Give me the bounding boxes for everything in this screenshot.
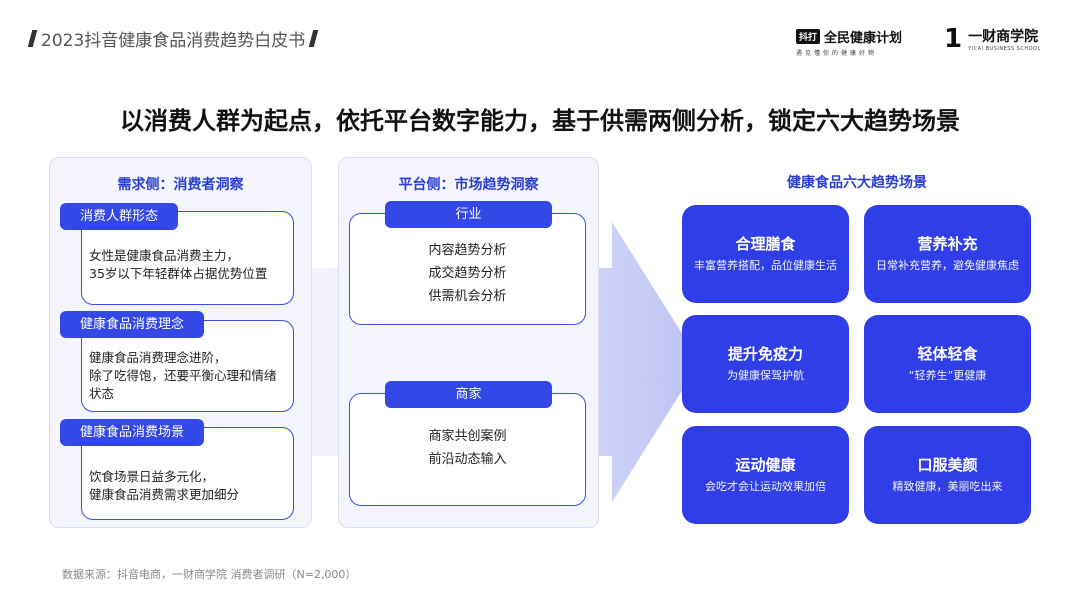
scenario-tile-balanced-diet: 合理膳食 丰富营养搭配，品位健康生活 bbox=[682, 205, 849, 303]
page-title: 以消费人群为起点，依托平台数字能力，基于供需两侧分析，锁定六大趋势场景 bbox=[120, 107, 960, 135]
industry-item: 供需机会分析 bbox=[428, 289, 507, 304]
scenario-tile-oral-beauty: 口服美颜 精致健康，美丽吃出来 bbox=[864, 426, 1031, 524]
platform-side-title: 平台侧：市场趋势洞察 bbox=[398, 177, 539, 193]
consumption-concept-tag: 健康食品消费理念 bbox=[60, 311, 205, 338]
merchant-item: 前沿动态输入 bbox=[428, 452, 507, 467]
consumption-scene-text: 饮食场景日益多元化， 健康食品消费需求更加细分 bbox=[89, 468, 239, 504]
scenario-desc: 精致健康，美丽吃出来 bbox=[892, 480, 1003, 493]
industry-tag: 行业 bbox=[385, 201, 552, 228]
scenario-name: 营养补充 bbox=[917, 235, 978, 253]
text-line: 健康食品消费需求更加细分 bbox=[89, 487, 240, 502]
consumer-profile-tag: 消费人群形态 bbox=[60, 203, 179, 230]
scenario-tile-sports-health: 运动健康 会吃才会让运动效果加倍 bbox=[682, 426, 849, 524]
scenario-tile-light-diet: 轻体轻食 “轻养生”更健康 bbox=[864, 315, 1031, 413]
merchant-card bbox=[349, 393, 586, 506]
industry-card bbox=[349, 213, 586, 325]
scenario-name: 运动健康 bbox=[735, 456, 796, 474]
logo-health-plan-name: 全民健康计划 bbox=[824, 31, 903, 46]
scenario-desc: 日常补充营养，避免健康焦虑 bbox=[876, 259, 1019, 272]
logo-health-plan-sub: 遇见懂你的健康好物 bbox=[796, 50, 878, 57]
scenario-desc: 会吃才会让运动效果加倍 bbox=[705, 480, 826, 493]
scenario-desc: 丰富营养搭配，品位健康生活 bbox=[694, 259, 837, 272]
data-source-note: 数据来源：抖音电商，一财商学院 消费者调研（N=2,000） bbox=[62, 568, 357, 581]
logo-health-plan: 抖打 全民健康计划 遇见懂你的健康好物 bbox=[796, 27, 902, 57]
report-title-text: 2023抖音健康食品消费趋势白皮书 bbox=[41, 31, 306, 51]
text-line: 除了吃得饱，还要平衡心理和情绪 bbox=[89, 368, 277, 383]
consumer-profile-text: 女性是健康食品消费主力， 35岁以下年轻群体占据优势位置 bbox=[89, 247, 267, 283]
douyin-logo-mark: 抖打 bbox=[796, 29, 821, 44]
scenario-desc: “轻养生”更健康 bbox=[908, 369, 987, 382]
report-title: 2023抖音健康食品消费趋势白皮书 bbox=[27, 26, 319, 51]
yicai-logo-name: 一财商学院 bbox=[968, 29, 1039, 45]
text-line: 状态 bbox=[89, 386, 115, 401]
demand-side-title: 需求侧：消费者洞察 bbox=[117, 177, 244, 193]
scenario-tile-nutrition-supplement: 营养补充 日常补充营养，避免健康焦虑 bbox=[864, 205, 1031, 303]
yicai-logo-mark: 1 bbox=[944, 24, 963, 54]
consumption-concept-text: 健康食品消费理念进阶， 除了吃得饱，还要平衡心理和情绪 状态 bbox=[89, 349, 277, 403]
merchant-tag: 商家 bbox=[385, 381, 552, 408]
scenario-tile-immunity: 提升免疫力 为健康保驾护航 bbox=[682, 315, 849, 413]
consumption-scene-tag: 健康食品消费场景 bbox=[60, 419, 205, 446]
merchant-items: 商家共创案例 前沿动态输入 bbox=[349, 425, 586, 471]
industry-items: 内容趋势分析 成交趋势分析 供需机会分析 bbox=[349, 239, 586, 308]
merchant-item: 商家共创案例 bbox=[428, 429, 507, 444]
scenario-name: 口服美颜 bbox=[917, 456, 978, 474]
yicai-logo-sub: YICAI BUSINESS SCHOOL bbox=[968, 46, 1041, 52]
industry-item: 成交趋势分析 bbox=[428, 266, 507, 281]
scenario-name: 提升免疫力 bbox=[727, 345, 803, 363]
scenario-desc: 为健康保驾护航 bbox=[727, 369, 804, 382]
text-line: 饮食场景日益多元化， bbox=[89, 469, 215, 484]
scenarios-title: 健康食品六大趋势场景 bbox=[787, 175, 927, 191]
scenario-name: 轻体轻食 bbox=[917, 345, 978, 363]
text-line: 35岁以下年轻群体占据优势位置 bbox=[89, 266, 268, 281]
text-line: 女性是健康食品消费主力， bbox=[89, 248, 240, 263]
scenario-name: 合理膳食 bbox=[735, 235, 796, 253]
logo-yicai: 1 一财商学院 YICAI BUSINESS SCHOOL bbox=[944, 26, 1041, 52]
industry-item: 内容趋势分析 bbox=[428, 243, 507, 258]
text-line: 健康食品消费理念进阶， bbox=[89, 350, 227, 365]
